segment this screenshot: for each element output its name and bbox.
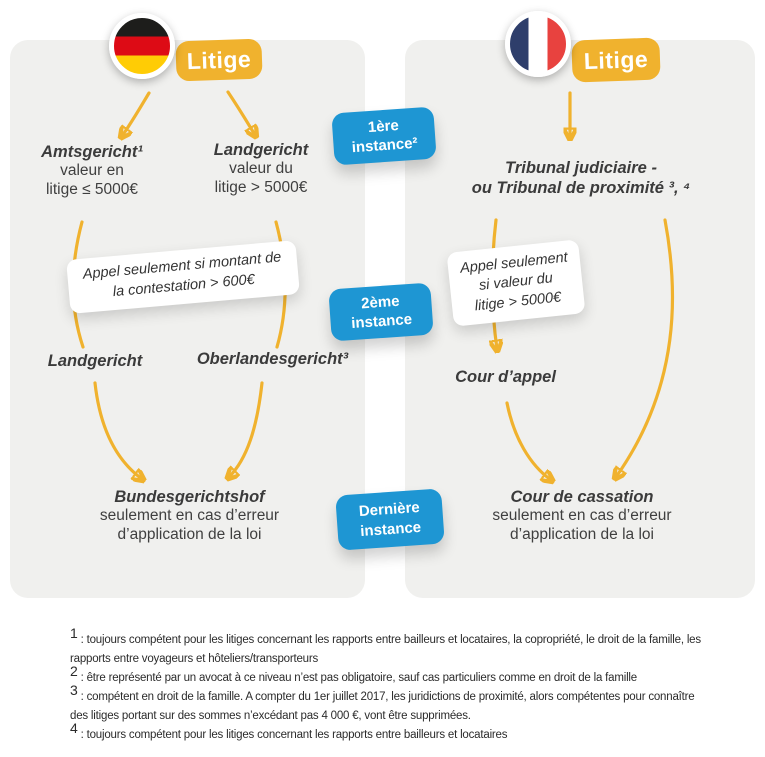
court-detail: litige > 5000€ [214, 179, 308, 197]
arrow-de-litige-to-landgericht [226, 90, 255, 135]
court-detail: litige ≤ 5000€ [45, 181, 139, 199]
stage-label-line: instance² [351, 134, 419, 157]
court-tribunal-judiciaire: Tribunal judiciaire - ou Tribunal de pro… [450, 158, 712, 198]
court-landgericht-first: Landgericht valeur du litige > 5000€ [182, 140, 340, 198]
footnote-4-text: : toujours compétent pour les litiges co… [80, 729, 508, 741]
footnotes: 1: toujours compétent pour les litiges c… [70, 626, 712, 745]
court-bundesgerichtshof: Bundesgerichtshof seulement en cas d’err… [72, 487, 307, 545]
court-name: Landgericht [213, 141, 309, 159]
germany-panel [10, 40, 365, 598]
court-name: Cour d’appel [455, 368, 556, 386]
court-detail: valeur en [60, 162, 124, 180]
footnote-2: 2: être représenté par un avocat à ce ni… [70, 664, 712, 688]
germany-flag-icon [109, 13, 175, 79]
court-cour-dappel: Cour d’appel [428, 367, 583, 387]
court-detail: valeur du [229, 160, 293, 178]
stage-label-line: instance [350, 310, 413, 333]
court-landgericht-second: Landgericht [25, 351, 165, 371]
arrow-de-oberlandesgericht-to-bgh [229, 381, 264, 477]
court-name: Landgericht [47, 352, 143, 370]
footnote-1-text: : toujours compétent pour les litiges co… [70, 634, 701, 665]
footnote-4: 4: toujours compétent pour les litiges c… [70, 721, 712, 745]
court-name: Bundesgerichtshof [114, 488, 265, 506]
arrow-de-litige-to-amtsgericht [122, 91, 151, 136]
footnote-3-marker: 3 [70, 682, 78, 698]
court-amtsgericht: Amtsgericht¹ valeur en litige ≤ 5000€ [18, 142, 166, 200]
court-name: Oberlandesgericht³ [196, 350, 349, 368]
footnote-4-marker: 4 [70, 720, 78, 736]
arrow-de-landgericht2-to-bgh [93, 381, 142, 479]
france-litige-badge: Litige [571, 37, 661, 83]
footnote-2-text: : être représenté par un avocat à ce niv… [80, 672, 638, 684]
court-detail: d’application de la loi [117, 526, 262, 544]
court-oberlandesgericht: Oberlandesgericht³ [180, 349, 365, 369]
court-name: Tribunal judiciaire - [505, 159, 657, 177]
stage-label-line: 1ère [367, 116, 400, 136]
stage-badge-second-instance: 2ème instance [328, 282, 434, 342]
arrow-fr-cour-appel-to-cassation [505, 401, 551, 480]
footnote-3-text: : compétent en droit de la famille. A co… [70, 691, 695, 722]
court-cour-de-cassation: Cour de cassation seulement en cas d’err… [462, 487, 702, 545]
footnote-2-marker: 2 [70, 663, 78, 679]
court-detail: d’application de la loi [510, 526, 654, 544]
arrow-fr-tribunal-to-cassation [616, 218, 675, 477]
france-flag-icon [505, 11, 571, 77]
court-name: ou Tribunal de proximité ³, ⁴ [471, 179, 691, 198]
court-name: Amtsgericht¹ [41, 143, 143, 161]
footnote-1-marker: 1 [70, 625, 78, 641]
stage-badge-first-instance: 1ère instance² [331, 106, 437, 166]
germany-litige-badge: Litige [175, 38, 263, 82]
court-detail: seulement en cas d’erreur [492, 507, 672, 525]
stage-label-line: instance [359, 518, 422, 540]
footnote-3: 3: compétent en droit de la famille. A c… [70, 683, 712, 726]
court-detail: seulement en cas d’erreur [99, 507, 280, 525]
stage-badge-last-instance: Dernière instance [335, 488, 445, 551]
footnote-1: 1: toujours compétent pour les litiges c… [70, 626, 712, 669]
france-appeal-note: Appel seulement si valeur du litige > 50… [446, 239, 586, 327]
court-name: Cour de cassation [510, 488, 654, 506]
